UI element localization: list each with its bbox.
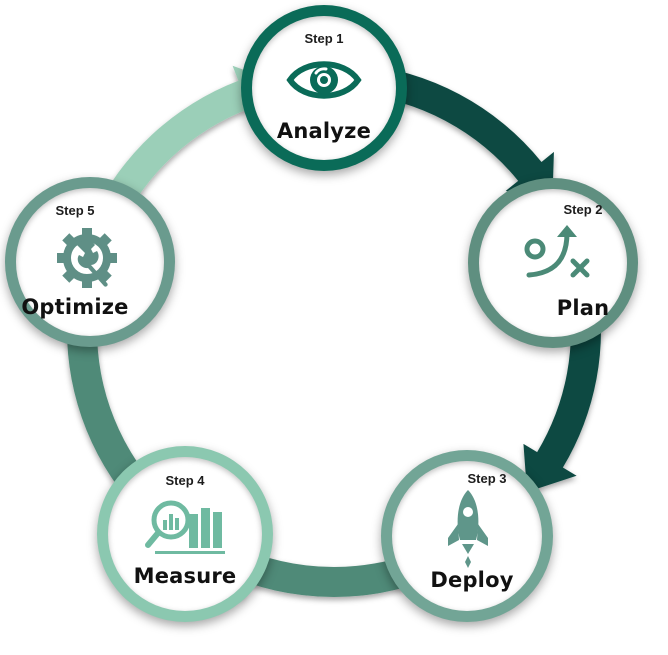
strategy-icon — [524, 225, 590, 278]
step-1-title: Analyze — [276, 119, 372, 143]
step-2-inner — [479, 189, 627, 337]
step-1-node: Step 1 Analyze — [241, 5, 407, 171]
step-3-title: Deploy — [430, 568, 514, 592]
eye-icon — [286, 61, 362, 99]
step-5-node: Step 5 Optimize — [5, 177, 175, 347]
step-4-inner — [108, 457, 262, 611]
step-2-node: Step 2 Plan — [468, 178, 638, 348]
analytics-icon — [145, 500, 225, 554]
step-1-label: Step 1 — [304, 31, 344, 46]
step-5-title: Optimize — [21, 295, 129, 319]
step-2-label: Step 2 — [563, 202, 603, 217]
step-3-node: Step 3 Deploy — [381, 450, 553, 622]
step-4-label: Step 4 — [165, 473, 205, 488]
arrow-step5-to-step1 — [92, 65, 282, 230]
step-3-label: Step 3 — [467, 471, 507, 486]
step-5-label: Step 5 — [55, 203, 95, 218]
step-4-node: Step 4 Measure — [97, 446, 273, 622]
step-2-title: Plan — [556, 296, 610, 320]
gear-wrench-icon — [57, 228, 117, 288]
step-4-title: Measure — [133, 564, 237, 588]
rocket-icon — [448, 490, 488, 568]
